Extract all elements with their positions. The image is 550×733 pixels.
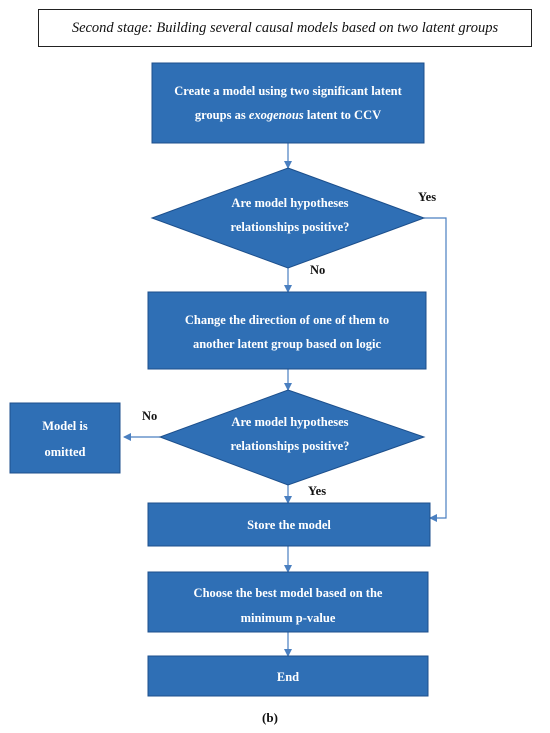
node-create-model: Create a model using two significant lat…: [151, 62, 425, 144]
node-change-direction: Change the direction of one of them to a…: [147, 291, 427, 370]
label-d2-yes: Yes: [308, 484, 326, 498]
store-model-label: Store the model: [247, 518, 331, 532]
node-model-omitted: Model is omitted: [9, 402, 121, 474]
create-model-line1: Create a model using two significant lat…: [174, 84, 402, 98]
label-d1-no: No: [310, 263, 325, 277]
decision-2-line1: Are model hypotheses: [231, 415, 348, 429]
change-direction-line2: another latent group based on logic: [193, 337, 382, 351]
label-d2-no: No: [142, 409, 157, 423]
end-label: End: [277, 670, 299, 684]
decision-2-line2: relationships positive?: [231, 439, 350, 453]
node-store-model: Store the model: [147, 502, 431, 547]
node-end: End: [147, 655, 429, 697]
figure-caption: (b): [262, 710, 278, 725]
node-decision-1: Are model hypotheses relationships posit…: [150, 167, 426, 269]
node-choose-best: Choose the best model based on the minim…: [147, 571, 429, 633]
node-decision-2: Are model hypotheses relationships posit…: [158, 389, 426, 486]
stage-title: Second stage: Building several causal mo…: [38, 9, 532, 47]
change-direction-line1: Change the direction of one of them to: [185, 313, 389, 327]
choose-best-line2: minimum p-value: [241, 611, 336, 625]
decision-1-line2: relationships positive?: [231, 220, 350, 234]
decision-1-line1: Are model hypotheses: [231, 196, 348, 210]
choose-best-line1: Choose the best model based on the: [194, 586, 383, 600]
label-d1-yes: Yes: [418, 190, 436, 204]
omitted-line1: Model is: [42, 419, 88, 433]
edge-d1-yes-to-store: [424, 217, 447, 522]
omitted-line2: omitted: [45, 445, 86, 459]
create-model-line2: groups as exogenous latent to CCV: [195, 108, 381, 122]
